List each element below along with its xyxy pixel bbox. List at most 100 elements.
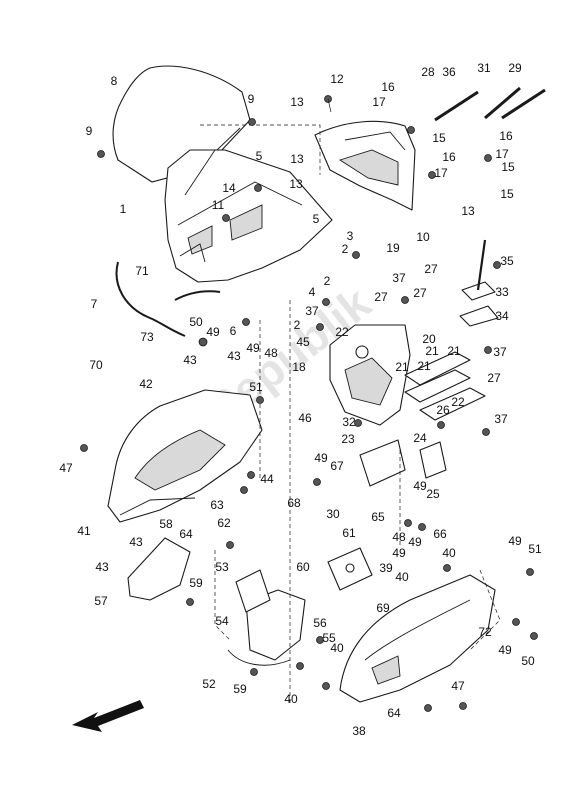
callout-label: 70	[89, 358, 103, 372]
callout-label: 52	[202, 677, 216, 691]
callout-label: 67	[330, 459, 344, 473]
callout-label: 58	[159, 517, 173, 531]
callout-label: 48	[392, 530, 406, 544]
callout-label: 13	[289, 177, 303, 191]
callout-label: 40	[442, 546, 456, 560]
bolt-icon	[530, 632, 538, 640]
callout-label: 13	[290, 152, 304, 166]
bolt-icon	[186, 598, 194, 606]
callout-label: 49	[314, 451, 328, 465]
bolt-icon	[322, 298, 330, 306]
callout-label: 36	[442, 65, 456, 79]
bolt-icon	[313, 478, 321, 486]
callout-label: 2	[324, 274, 331, 288]
bolt-icon	[250, 668, 258, 676]
callout-label: 14	[222, 181, 236, 195]
callout-label: 56	[313, 616, 327, 630]
bolt-icon	[482, 428, 490, 436]
bolt-icon	[526, 568, 534, 576]
part-wire-stay	[115, 261, 221, 337]
callout-label: 47	[451, 679, 465, 693]
callout-label: 45	[296, 335, 310, 349]
bolt-icon	[198, 337, 208, 347]
callout-label: 71	[135, 264, 149, 278]
bolts	[80, 95, 538, 712]
callout-label: 39	[379, 561, 393, 575]
bolt-icon	[97, 150, 105, 158]
bolt-icon	[247, 471, 255, 479]
callout-label: 23	[341, 432, 355, 446]
part-inner-bracket	[329, 324, 411, 426]
callout-label: 72	[478, 625, 492, 639]
bolt-icon	[418, 523, 426, 531]
callout-label: 40	[284, 692, 298, 706]
callout-label: 55	[322, 631, 336, 645]
callout-label: 40	[395, 570, 409, 584]
front-direction-arrow-icon	[72, 700, 144, 732]
callout-label: 6	[230, 324, 237, 338]
callout-label: 63	[210, 498, 224, 512]
callout-label: 32	[342, 415, 356, 429]
bolt-icon	[222, 214, 230, 222]
callout-label: 9	[248, 92, 255, 106]
callout-label: 8	[111, 74, 118, 88]
bolt-icon	[424, 704, 432, 712]
callout-label: 30	[326, 507, 340, 521]
callout-label: 13	[461, 204, 475, 218]
callout-label: 26	[436, 403, 450, 417]
callout-label: 37	[493, 345, 507, 359]
callout-label: 44	[260, 472, 274, 486]
bolt-icon	[352, 251, 360, 259]
callout-label: 49	[413, 479, 427, 493]
callout-label: 73	[140, 330, 154, 344]
callout-label: 33	[495, 285, 509, 299]
callout-label: 38	[352, 724, 366, 738]
callout-label: 37	[494, 412, 508, 426]
callout-label: 40	[330, 641, 344, 655]
bolt-icon	[324, 95, 332, 113]
callout-label: 64	[179, 527, 193, 541]
bolt-icon	[443, 564, 451, 572]
callout-label: 1	[120, 202, 127, 216]
part-mount-plates	[359, 439, 447, 487]
callout-label: 4	[309, 285, 316, 299]
callout-label: 15	[500, 187, 514, 201]
bolt-icon	[80, 444, 88, 452]
callout-label: 43	[183, 353, 197, 367]
bolt-icon	[316, 323, 324, 331]
bolt-icon	[404, 519, 412, 527]
bolt-icon	[407, 126, 415, 134]
callout-label: 35	[500, 254, 514, 268]
callout-label: 16	[442, 150, 456, 164]
callout-label: 7	[91, 297, 98, 311]
callout-label: 21	[447, 344, 461, 358]
callout-label: 21	[417, 359, 431, 373]
callout-label: 66	[433, 527, 447, 541]
bolt-icon	[493, 261, 501, 269]
part-inner-cover-left	[227, 569, 306, 666]
callout-label: 54	[215, 614, 229, 628]
callout-label: 10	[416, 230, 430, 244]
part-inner-panel	[314, 120, 416, 211]
bolt-icon	[484, 154, 492, 162]
bolt-icon	[459, 702, 467, 710]
callout-label: 19	[386, 241, 400, 255]
bolt-icon	[240, 486, 248, 494]
callout-label: 46	[298, 411, 312, 425]
callout-label: 15	[432, 131, 446, 145]
part-brackets-right	[459, 239, 499, 327]
callout-label: 48	[264, 346, 278, 360]
callout-label: 49	[206, 325, 220, 339]
callout-label: 21	[425, 344, 439, 358]
part-mount-bracket	[327, 547, 373, 591]
callout-label: 17	[372, 95, 386, 109]
callout-label: 60	[296, 560, 310, 574]
callout-label: 41	[77, 524, 91, 538]
callout-label: 16	[381, 80, 395, 94]
callout-label: 49	[408, 535, 422, 549]
callout-label: 12	[330, 72, 344, 86]
callout-label: 17	[434, 166, 448, 180]
bolt-icon	[322, 682, 330, 690]
callout-label: 22	[335, 325, 349, 339]
